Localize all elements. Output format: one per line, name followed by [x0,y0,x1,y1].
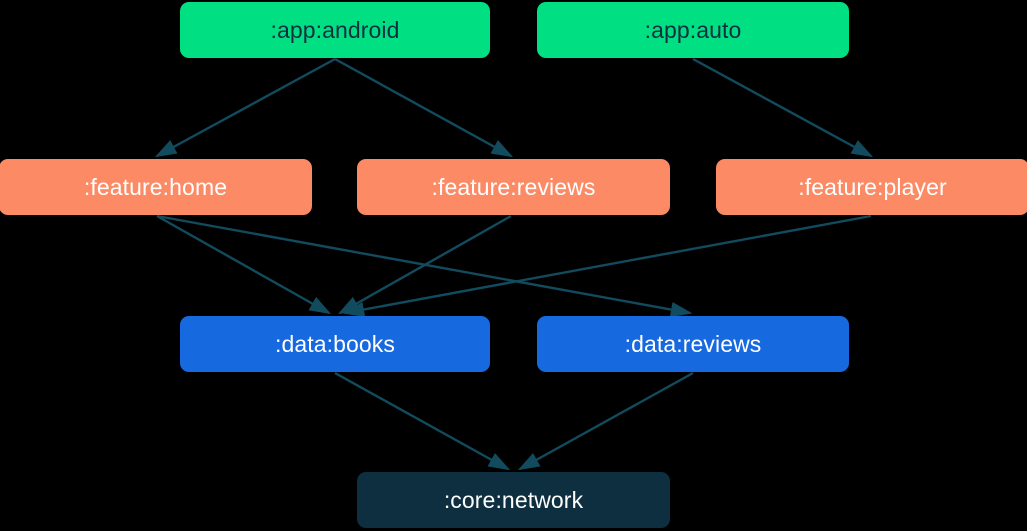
node-label-feature-reviews: :feature:reviews [431,173,596,200]
edges-group [154,57,874,471]
edge-app-android-to-feature-home [154,57,336,158]
node-data-books[interactable]: :data:books [180,316,490,372]
node-core-network[interactable]: :core:network [357,472,670,528]
node-app-auto[interactable]: :app:auto [537,2,849,58]
node-label-data-books: :data:books [274,330,396,357]
edge-feature-player-to-data-books [342,214,872,318]
edge-feature-home-to-data-reviews [156,214,693,318]
node-data-reviews[interactable]: :data:reviews [537,316,849,372]
node-feature-player[interactable]: :feature:player [716,159,1027,215]
edge-data-reviews-to-core-network [517,371,694,471]
node-label-data-reviews: :data:reviews [624,330,762,357]
edge-feature-reviews-to-data-books [337,214,512,315]
node-app-android[interactable]: :app:android [180,2,490,58]
edge-feature-home-to-data-books [156,214,332,315]
node-feature-reviews[interactable]: :feature:reviews [357,159,670,215]
node-label-app-auto: :app:auto [644,16,742,43]
node-label-core-network: :core:network [443,486,584,513]
edge-app-android-to-feature-reviews [334,57,514,158]
edge-data-books-to-core-network [334,371,511,471]
node-feature-home[interactable]: :feature:home [0,159,312,215]
node-label-feature-home: :feature:home [83,173,228,200]
edge-app-auto-to-feature-player [692,57,874,158]
node-label-feature-player: :feature:player [798,173,947,200]
node-label-app-android: :app:android [270,16,400,43]
